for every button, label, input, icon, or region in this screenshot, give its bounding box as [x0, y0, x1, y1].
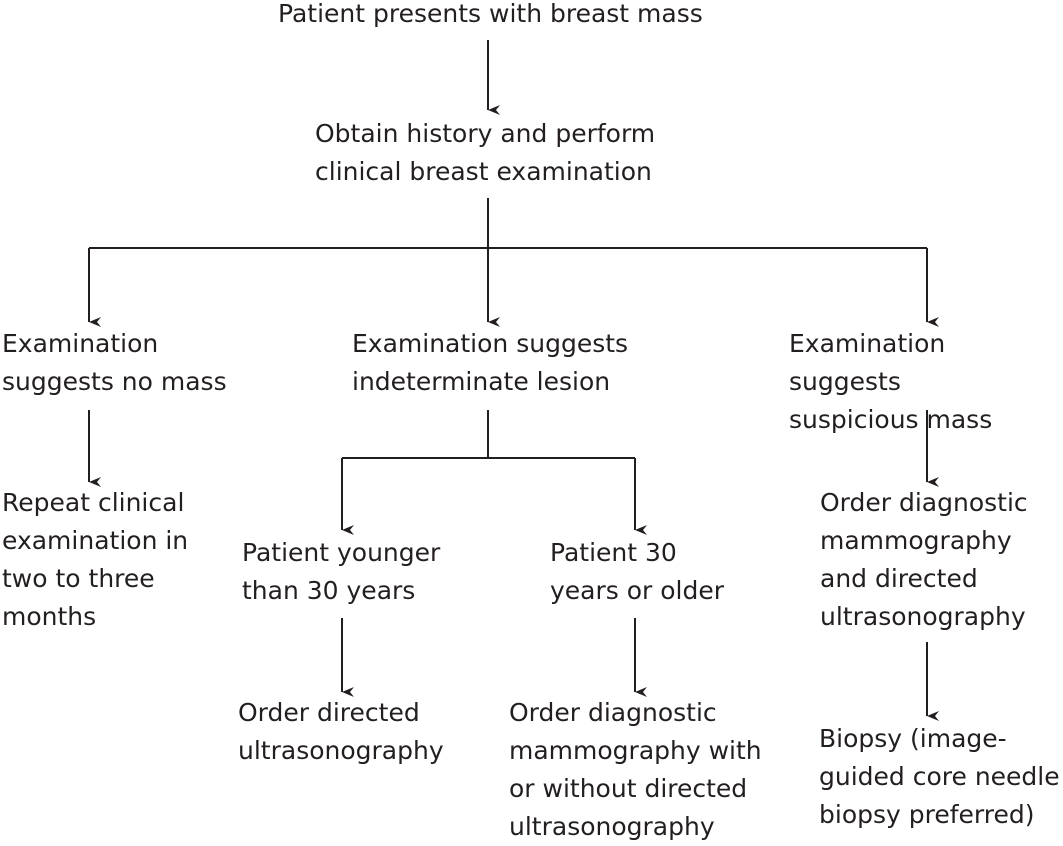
node-no-mass: Examination suggests no mass: [2, 329, 227, 396]
node-order-mammo-with-without-us: Order diagnostic mammography with or wit…: [509, 698, 762, 841]
node-indeterminate-lesion: Examination suggests indeterminate lesio…: [352, 329, 629, 396]
node-patient-30-or-older: Patient 30 years or older: [550, 538, 725, 605]
node-order-diagnostic-mammo-us: Order diagnostic mammography and directe…: [820, 488, 1028, 631]
node-order-directed-us: Order directed ultrasonography: [238, 698, 444, 765]
node-biopsy: Biopsy (image- guided core needle biopsy…: [819, 724, 1060, 829]
node-patient-younger-30: Patient younger than 30 years: [242, 538, 441, 605]
node-patient-presents: Patient presents with breast mass: [278, 0, 703, 28]
node-repeat-exam: Repeat clinical examination in two to th…: [2, 488, 189, 631]
node-obtain-history: Obtain history and perform clinical brea…: [315, 119, 656, 186]
node-suspicious-mass: Examination suggests suspicious mass: [789, 329, 993, 434]
